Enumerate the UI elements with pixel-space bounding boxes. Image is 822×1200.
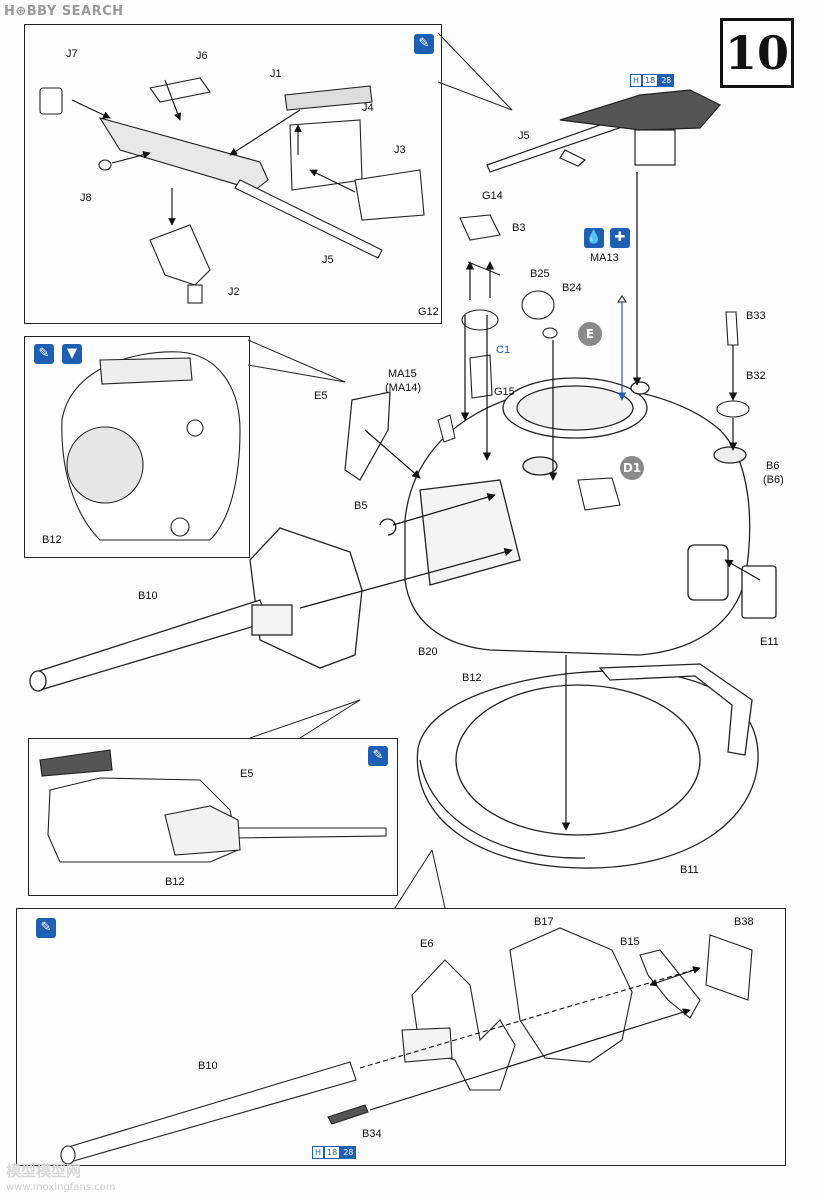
label-b34: B34 [362, 1128, 382, 1140]
callout-line-side-2 [249, 699, 361, 739]
label-j5: J5 [518, 130, 530, 142]
part-e11 [741, 565, 777, 619]
label-b10: B10 [138, 590, 158, 602]
label-ma14: (MA14) [385, 382, 422, 394]
label-b15: B15 [620, 936, 640, 948]
badge-e: E [578, 322, 602, 346]
label-b17: B17 [534, 916, 554, 928]
label-b5: B5 [354, 500, 368, 512]
label-b6-alt: (B6) [763, 474, 784, 486]
label-ma15: MA15 [388, 368, 417, 380]
callout-line-gun-2 [431, 849, 446, 909]
label-j5-panel: J5 [322, 254, 334, 266]
callout-line-mg [437, 32, 513, 111]
label-j1: J1 [270, 68, 282, 80]
label-j6: J6 [196, 50, 208, 62]
callout-line-inside [247, 339, 346, 383]
callout-line-gun [394, 849, 433, 909]
label-j7: J7 [66, 48, 78, 60]
label-g15: G15 [494, 386, 515, 398]
label-b38: B38 [734, 916, 754, 928]
label-g12: G12 [418, 306, 439, 318]
label-b10-gun: B10 [198, 1060, 218, 1072]
label-e5-side: E5 [240, 768, 254, 780]
gun-mantlet-b10 [29, 527, 363, 692]
label-g14: G14 [482, 190, 503, 202]
badge-d1: D1 [620, 456, 644, 480]
mg-mounted-j5 [486, 89, 721, 173]
label-j8: J8 [80, 192, 92, 204]
label-ma13: MA13 [590, 252, 619, 264]
label-b33: B33 [746, 310, 766, 322]
label-b32: B32 [746, 370, 766, 382]
watermark-hobbysearch: H⊕BBY SEARCH [4, 4, 124, 19]
watermark-moxingfans: 模型模型网 [6, 1162, 82, 1180]
part-b5 [379, 518, 397, 536]
label-b12-interior: B12 [42, 534, 62, 546]
panel-turret-interior [24, 336, 250, 558]
label-b12: B12 [462, 672, 482, 684]
panel-mg-detail [24, 24, 442, 324]
water-icon: 💧 [584, 228, 604, 248]
label-c1: C1 [496, 344, 511, 356]
turret-ring-b11 [416, 663, 759, 869]
side-view-drawing [39, 749, 387, 863]
glue-icon: ✎ [414, 34, 434, 54]
part-ma15 [437, 414, 456, 443]
label-b25: B25 [530, 268, 550, 280]
label-b12-side: B12 [165, 876, 185, 888]
label-b3: B3 [512, 222, 526, 234]
glue-icon: ✎ [36, 918, 56, 938]
callout-line-inside-2 [247, 364, 346, 383]
step-number: 10 [720, 18, 794, 88]
decal-icon: ✚ [610, 228, 630, 248]
panel-gun-exploded [16, 908, 786, 1166]
label-j4: J4 [362, 102, 374, 114]
part-e5 [344, 391, 391, 481]
label-b24: B24 [562, 282, 582, 294]
label-b20: B20 [418, 646, 438, 658]
gun-exploded-drawing [60, 927, 753, 1165]
glue-icon: ✎ [34, 344, 54, 364]
label-e11: E11 [760, 636, 779, 648]
label-b6: B6 [766, 460, 780, 472]
inside-turret-drawing [61, 351, 241, 541]
label-e5: E5 [314, 390, 328, 402]
label-j2: J2 [228, 286, 240, 298]
cut-icon: ▼ [62, 344, 82, 364]
callout-line-mg-2 [437, 81, 513, 111]
glue-icon: ✎ [368, 746, 388, 766]
mg-detail-drawing [39, 77, 425, 304]
label-e6: E6 [420, 938, 434, 950]
label-j3: J3 [394, 144, 406, 156]
callout-line-side [299, 699, 361, 739]
label-b11: B11 [680, 864, 699, 876]
panel-side-view [28, 738, 398, 896]
turret-body-b12 [404, 377, 751, 656]
watermark-url: www.moxingfans.com [6, 1182, 116, 1193]
